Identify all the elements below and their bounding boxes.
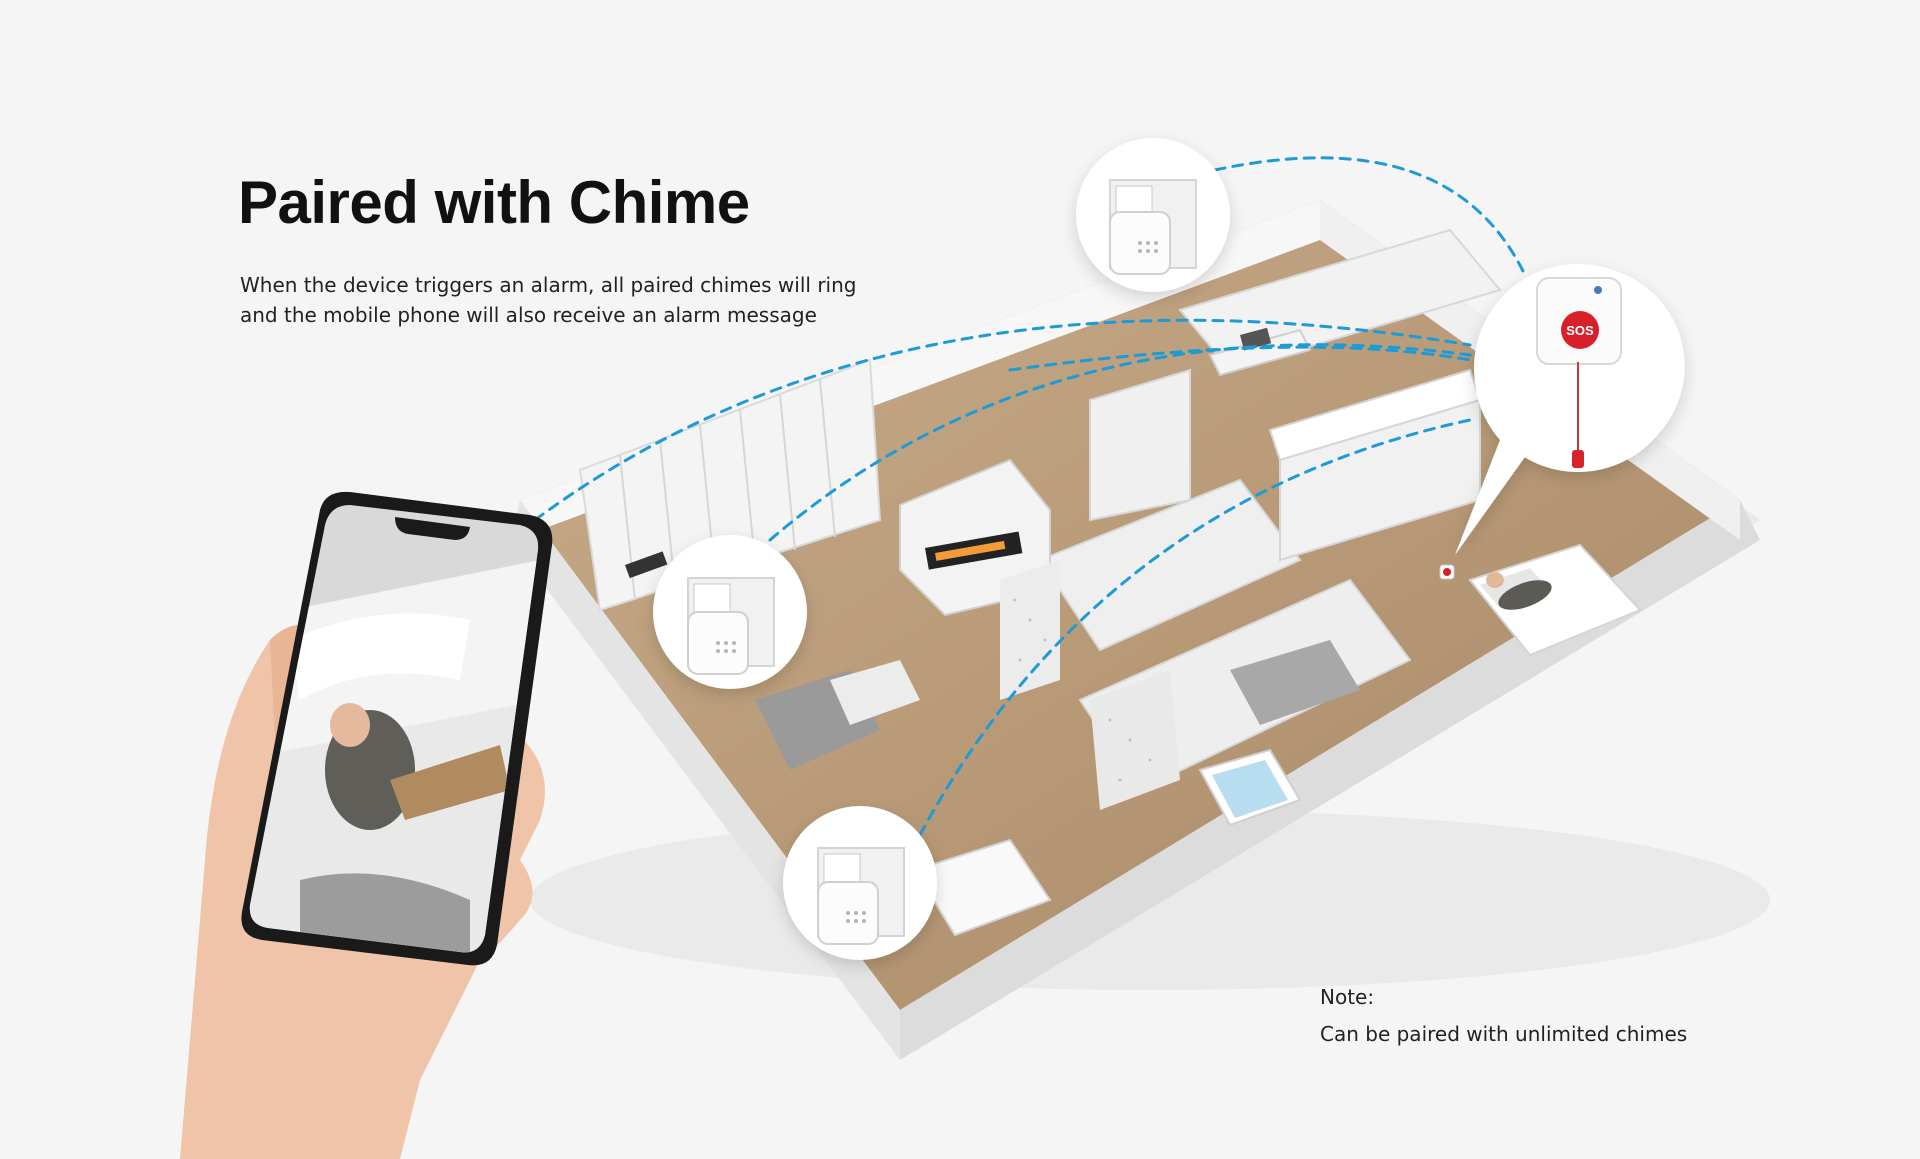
page-title: Paired with Chime [238,169,750,236]
description-line-2: and the mobile phone will also receive a… [240,303,817,327]
description-line-1: When the device triggers an alarm, all p… [240,273,857,297]
signal-lines [533,156,1527,837]
chime-callout-top [1076,138,1230,292]
feature-description: When the device triggers an alarm, all p… [240,270,900,330]
apartment-model [500,200,1760,1060]
note-label: Note: [1320,985,1375,1009]
sos-button-label: SOS [1566,323,1594,338]
note-block: Note: Can be paired with unlimited chime… [1320,982,1880,1049]
sos-button-circle [1561,311,1599,349]
chime-speaker-icon [716,241,1158,923]
chime-callout-left [653,535,807,689]
sos-device-callout [1455,264,1685,555]
chime-callout-bottom [783,806,937,960]
sos-button-icon: SOS [1561,311,1599,349]
note-text: Can be paired with unlimited chimes [1320,1022,1688,1046]
